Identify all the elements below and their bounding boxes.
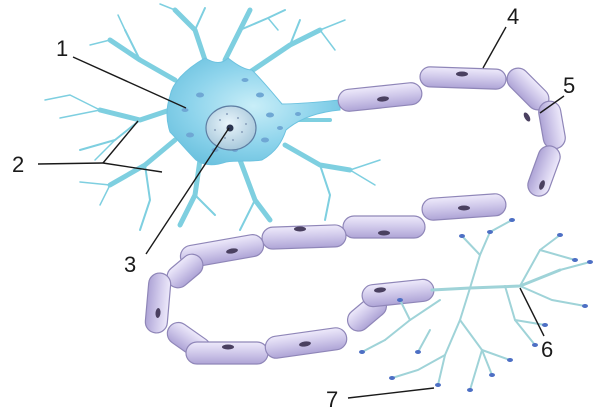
label-3: 3 (124, 252, 136, 277)
label-4: 4 (507, 4, 519, 29)
leader-line-1 (73, 57, 186, 108)
leader-line-4 (483, 27, 506, 68)
label-7: 7 (326, 387, 338, 412)
leader-line-2a (38, 163, 103, 164)
leader-line-7 (348, 388, 434, 398)
label-5: 5 (563, 73, 575, 98)
cell-body (167, 58, 340, 165)
label-6: 6 (541, 337, 553, 362)
axon-terminal (362, 220, 590, 390)
label-1: 1 (56, 36, 68, 61)
label-2: 2 (12, 152, 24, 177)
